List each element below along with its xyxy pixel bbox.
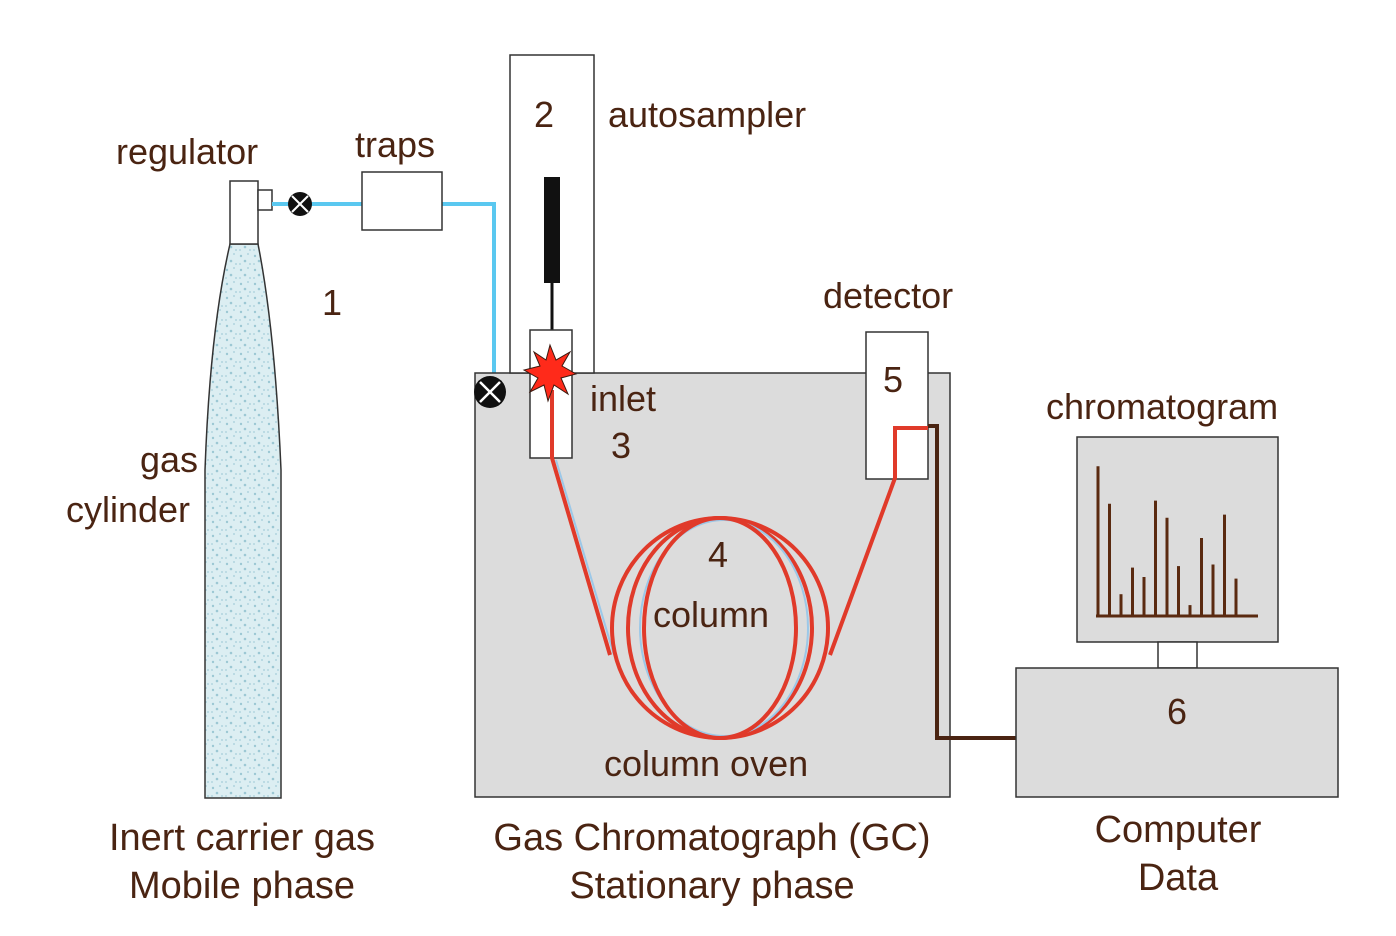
chromatogram-label: chromatogram (1046, 386, 1278, 427)
left-caption-line1: Inert carrier gas (109, 817, 375, 859)
right-caption-line2: Data (1138, 857, 1219, 899)
traps-label: traps (355, 124, 435, 165)
column-number: 4 (708, 534, 728, 575)
autosampler-label: autosampler (608, 94, 806, 135)
oven-valve-icon (474, 376, 506, 408)
detector-label: detector (823, 275, 953, 316)
inlet-label: inlet (590, 378, 656, 419)
regulator-label: regulator (116, 131, 258, 172)
syringe-barrel (544, 177, 560, 283)
right-caption-line1: Computer (1095, 809, 1262, 851)
regulator (229, 180, 259, 245)
computer-unit (1015, 667, 1339, 798)
inlet-number: 3 (611, 425, 631, 466)
left-caption-line2: Mobile phase (129, 865, 355, 907)
injection-burst-icon (522, 343, 578, 403)
chromatogram-plot (1096, 466, 1258, 618)
cylinder-label: cylinder (66, 489, 190, 530)
cylinder-number: 1 (322, 282, 342, 323)
column-label: column (653, 594, 769, 635)
computer-number: 6 (1167, 691, 1187, 732)
center-caption-line2: Stationary phase (569, 865, 854, 907)
gas-cylinder (204, 243, 282, 799)
column-tubing (550, 390, 928, 740)
monitor-stand (1157, 641, 1198, 669)
valve-icon (288, 192, 312, 216)
signal-cable (928, 424, 1016, 740)
center-caption-line1: Gas Chromatograph (GC) (493, 817, 930, 859)
regulator-outlet (257, 189, 273, 211)
gas-label: gas (140, 439, 198, 480)
traps-box (361, 171, 443, 231)
detector-number: 5 (883, 359, 903, 400)
column-oven-label: column oven (604, 743, 808, 784)
autosampler-number: 2 (534, 94, 554, 135)
